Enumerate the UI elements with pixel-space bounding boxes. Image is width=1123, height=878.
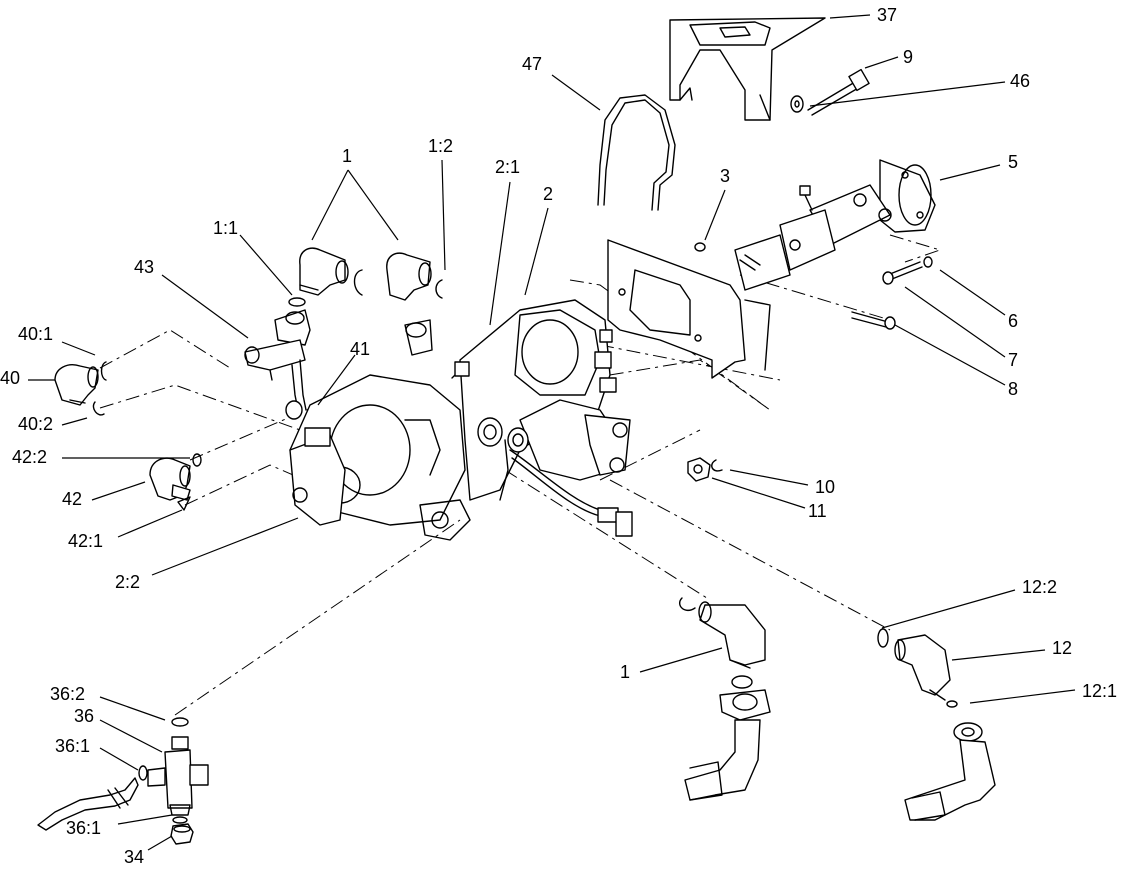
drive-shaft-5	[734, 159, 936, 291]
callout-8: 8	[1008, 379, 1018, 399]
callout-36-1-upper: 36:1	[55, 736, 90, 756]
callout-2-1: 2:1	[495, 157, 520, 177]
callout-36-2: 36:2	[50, 684, 85, 704]
callout-7: 7	[1008, 350, 1018, 370]
o-ring-1-1	[288, 297, 306, 307]
cover-bracket-37	[669, 17, 826, 121]
o-ring-36-2	[171, 717, 189, 727]
elbow-fitting-1-top-left	[299, 247, 349, 296]
callout-42: 42	[62, 489, 82, 509]
callout-11: 11	[808, 501, 827, 521]
o-ring-40-1	[100, 361, 107, 381]
o-ring-12-1	[946, 700, 958, 708]
washer-46	[790, 95, 804, 113]
elbow-fitting-12	[894, 634, 951, 701]
callout-47: 47	[522, 54, 542, 74]
elbow-fitting-42	[149, 457, 191, 501]
tee-fitting-36	[147, 736, 209, 816]
cap-nut-34	[170, 823, 194, 845]
callout-2-2: 2:2	[115, 572, 140, 592]
callout-12-1: 12:1	[1082, 681, 1117, 701]
bolt-9	[807, 68, 870, 116]
o-ring-12-2	[877, 628, 889, 648]
hose-bottom-1	[684, 675, 771, 801]
callout-1-1: 1:1	[213, 218, 238, 238]
callout-42-1: 42:1	[68, 531, 103, 551]
bolt-8	[851, 311, 896, 330]
washer-6	[923, 256, 933, 268]
elbow-fitting-1-bottom	[678, 597, 766, 669]
callout-3: 3	[720, 166, 730, 186]
o-ring-1-2-left	[353, 269, 363, 296]
elbow-fitting-40	[54, 364, 99, 406]
washer-10	[711, 459, 723, 472]
callout-40-1: 40:1	[18, 324, 53, 344]
hydrostatic-pump-2	[289, 299, 633, 541]
callout-12-2: 12:2	[1022, 577, 1057, 597]
callout-37: 37	[877, 5, 897, 25]
hose-36	[37, 777, 139, 831]
callout-labels: 37 9 46 47 5 1 1:2 2:1 3 2 1:1 43 6 40:1…	[0, 5, 1117, 867]
o-ring-42-2	[192, 453, 202, 467]
gasket-47	[597, 94, 676, 211]
assembly-centerlines	[99, 234, 942, 716]
callout-1: 1	[342, 146, 352, 166]
o-ring-36-1-lower	[172, 816, 188, 824]
callout-36-1-lower: 36:1	[66, 818, 101, 838]
callout-12: 12	[1052, 638, 1072, 658]
callout-2: 2	[543, 184, 553, 204]
callout-42-2: 42:2	[12, 447, 47, 467]
callout-9: 9	[903, 47, 913, 67]
set-screw-3	[694, 242, 706, 252]
o-ring-40-2	[92, 401, 105, 416]
callout-46: 46	[1010, 71, 1030, 91]
callout-6: 6	[1008, 311, 1018, 331]
callout-40: 40	[0, 368, 20, 388]
callout-34: 34	[124, 847, 144, 867]
leader-lines	[28, 14, 1076, 851]
nut-11	[687, 457, 711, 482]
tee-fitting-43	[244, 309, 311, 381]
o-ring-42-1	[177, 496, 191, 511]
hose-bottom-12	[904, 722, 996, 821]
o-ring-36-1-upper	[138, 765, 148, 781]
mounting-plate	[607, 239, 771, 379]
o-ring-1-2	[435, 279, 443, 299]
callout-10: 10	[815, 477, 835, 497]
callout-1-bottom: 1	[620, 662, 630, 682]
callout-41: 41	[350, 339, 370, 359]
bolt-7	[882, 261, 923, 285]
callout-1-2: 1:2	[428, 136, 453, 156]
tube-41	[285, 359, 307, 420]
callout-36: 36	[74, 706, 94, 726]
callout-40-2: 40:2	[18, 414, 53, 434]
callout-43: 43	[134, 257, 154, 277]
callout-5: 5	[1008, 152, 1018, 172]
elbow-fitting-1-top-right	[386, 252, 432, 301]
